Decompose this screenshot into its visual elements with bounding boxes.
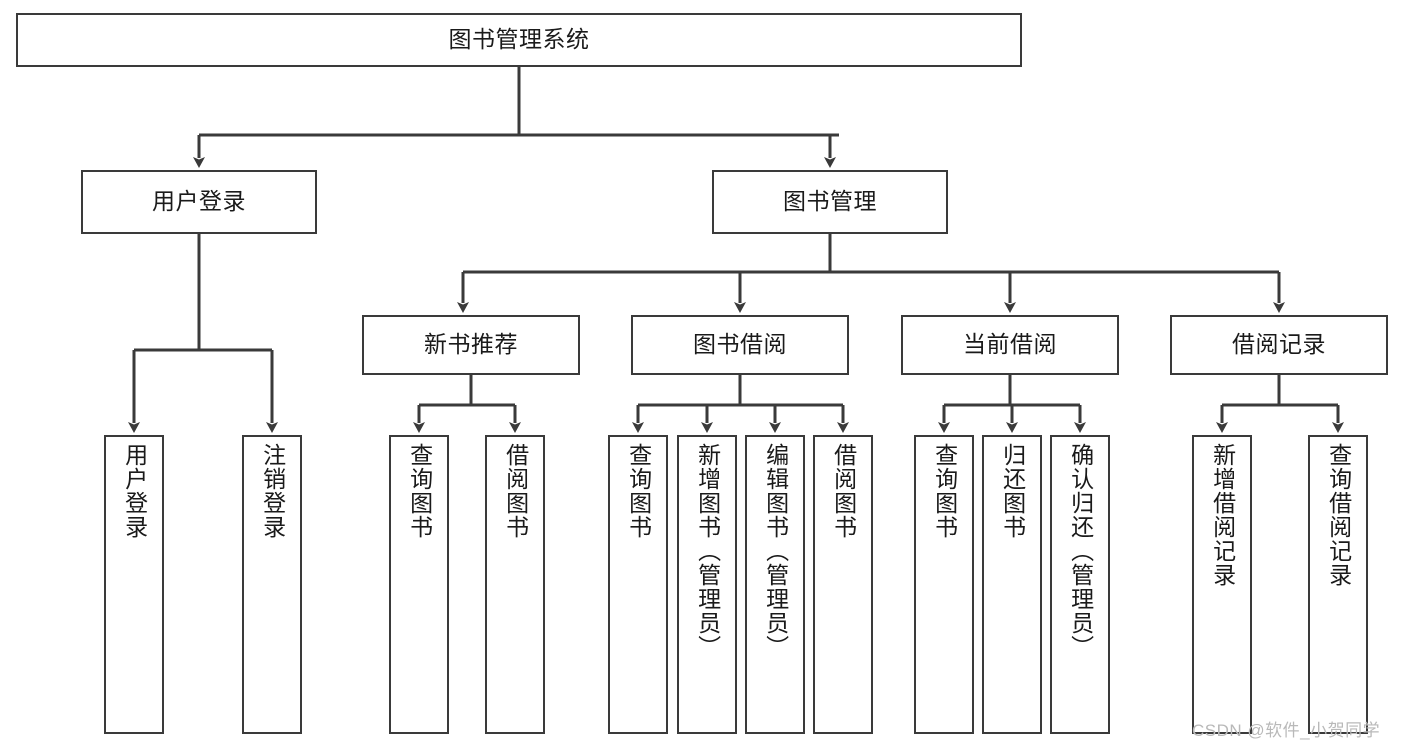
node-book-borrow[interactable]: 图书借阅 <box>631 315 849 375</box>
leaf-label: 新增借阅记录 <box>1209 443 1236 587</box>
node-book-management[interactable]: 图书管理 <box>712 170 948 234</box>
leaf-label: 查询图书 <box>406 443 433 539</box>
leaf-label: 借阅图书 <box>502 443 529 539</box>
leaf-confirm-return-admin[interactable]: 确认归还（管理员） <box>1050 435 1110 734</box>
node-root[interactable]: 图书管理系统 <box>16 13 1022 67</box>
leaf-add-borrow-record[interactable]: 新增借阅记录 <box>1192 435 1252 734</box>
leaf-label: 确认归还（管理员） <box>1067 443 1094 659</box>
leaf-query-books-bb[interactable]: 查询图书 <box>608 435 668 734</box>
node-current-borrow[interactable]: 当前借阅 <box>901 315 1119 375</box>
leaf-query-books-cb[interactable]: 查询图书 <box>914 435 974 734</box>
node-user-login[interactable]: 用户登录 <box>81 170 317 234</box>
leaf-add-book-admin[interactable]: 新增图书（管理员） <box>677 435 737 734</box>
node-new-book-recommend[interactable]: 新书推荐 <box>362 315 580 375</box>
leaf-edit-book-admin[interactable]: 编辑图书（管理员） <box>745 435 805 734</box>
leaf-label: 查询图书 <box>625 443 652 539</box>
leaf-label: 借阅图书 <box>830 443 857 539</box>
leaf-user-login[interactable]: 用户登录 <box>104 435 164 734</box>
leaf-borrow-books-nbr[interactable]: 借阅图书 <box>485 435 545 734</box>
leaf-label: 新增图书（管理员） <box>694 443 721 659</box>
leaf-label: 归还图书 <box>999 443 1026 539</box>
leaf-logout[interactable]: 注销登录 <box>242 435 302 734</box>
node-borrow-record[interactable]: 借阅记录 <box>1170 315 1388 375</box>
leaf-borrow-books-bb[interactable]: 借阅图书 <box>813 435 873 734</box>
leaf-label: 查询图书 <box>931 443 958 539</box>
leaf-label: 查询借阅记录 <box>1325 443 1352 587</box>
leaf-query-borrow-record[interactable]: 查询借阅记录 <box>1308 435 1368 734</box>
leaf-return-books[interactable]: 归还图书 <box>982 435 1042 734</box>
leaf-label: 用户登录 <box>121 443 148 539</box>
leaf-query-books-nbr[interactable]: 查询图书 <box>389 435 449 734</box>
leaf-label: 编辑图书（管理员） <box>762 443 789 659</box>
leaf-label: 注销登录 <box>259 443 286 539</box>
